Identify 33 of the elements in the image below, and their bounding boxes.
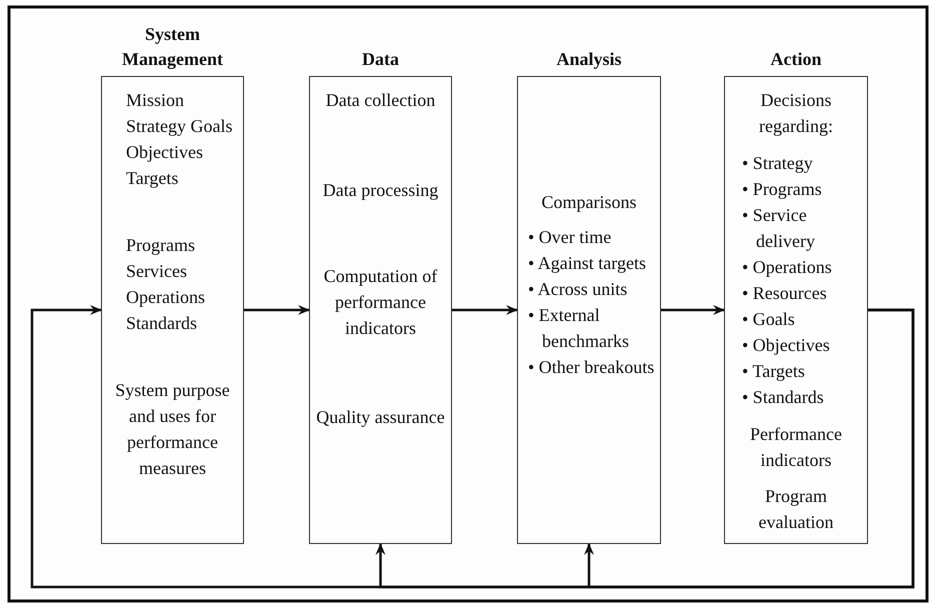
arrow: [244, 305, 310, 315]
box-text: Programs Services Operations Standards: [126, 234, 206, 335]
bullet-item: • Operations: [742, 256, 833, 279]
box-text: Mission Strategy Goals Objectives Targets: [126, 89, 234, 190]
bullet-item: • Other breakouts: [528, 356, 656, 379]
column-heading: Action: [770, 48, 822, 71]
bullet-item: • Standards: [742, 386, 825, 409]
bullet-item: • Against targets: [528, 252, 647, 275]
bullet-item: • External benchmarks: [528, 304, 630, 353]
box-text: Computation of performance indicators: [322, 265, 438, 340]
column-heading: Data: [362, 48, 399, 71]
bullet-item: • Service delivery: [742, 204, 816, 253]
bullet-item: • Across units: [528, 278, 628, 301]
arrow: [661, 305, 725, 315]
box-text: Comparisons: [540, 191, 638, 214]
box-text: Performance indicators: [749, 423, 843, 472]
column-heading: Analysis: [556, 48, 622, 71]
arrow: [584, 308, 914, 588]
box-text: Decisions regarding:: [758, 89, 834, 138]
box-text: Data processing: [322, 179, 440, 202]
bullet-item: • Strategy: [742, 152, 814, 175]
column-heading: System Management: [121, 23, 224, 71]
bullet-item: • Resources: [742, 282, 828, 305]
bullet-item: • Targets: [742, 360, 806, 383]
bullet-item: • Over time: [528, 226, 612, 249]
box-text: Program evaluation: [758, 485, 834, 534]
box-text: System purpose and uses for performance measures: [114, 379, 231, 480]
arrow: [452, 305, 518, 315]
bullet-item: • Programs: [742, 178, 823, 201]
box-text: Quality assurance: [315, 406, 446, 429]
bullet-item: • Objectives: [742, 334, 831, 357]
bullet-item: • Goals: [742, 308, 796, 331]
box-text: Data collection: [324, 89, 436, 112]
